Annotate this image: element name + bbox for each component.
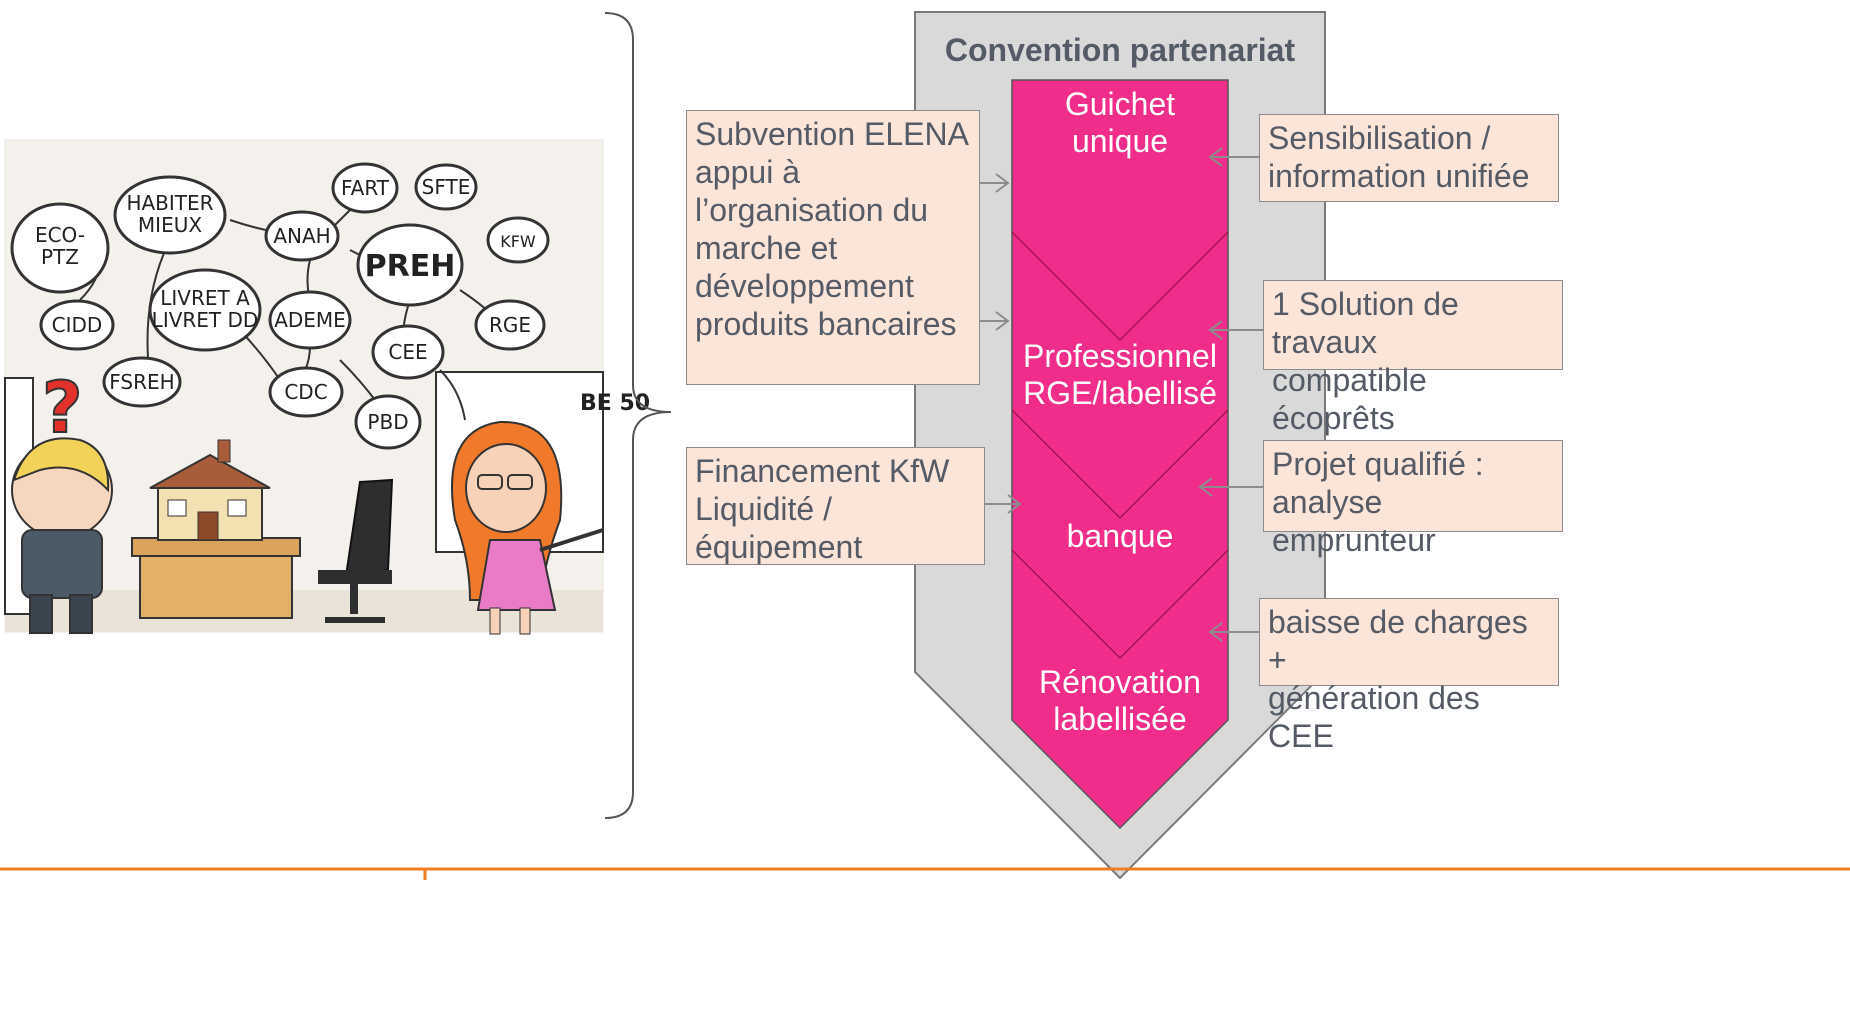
chair — [318, 478, 394, 623]
right-box-baisse: baisse de charges + génération des CEE — [1259, 598, 1559, 754]
stage-label-professionnel: Professionnel RGE/labellisé — [1023, 338, 1217, 411]
arrow-right-4 — [1208, 622, 1260, 642]
cartoon-bubble: CDC — [284, 380, 327, 404]
stage-label-banque: banque — [1066, 518, 1174, 554]
cartoon-bubble: ECO-PTZ — [35, 223, 85, 269]
stage-label-renovation: Rénovation labellisée — [1039, 664, 1201, 737]
cartoon-bubble: ADEME — [274, 308, 346, 332]
cartoon-bubble: SFTE — [422, 175, 471, 199]
cartoon-bubble: ANAH — [273, 224, 330, 248]
arrow-right-1 — [1208, 147, 1260, 167]
stage-divider — [1011, 409, 1229, 520]
stage-label-guichet: Guichet unique — [1064, 86, 1176, 159]
arrow-left-2 — [980, 311, 1010, 331]
cartoon-bubble: RGE — [489, 313, 531, 337]
cartoon-bubble-line: MIEUX — [138, 213, 202, 237]
cartoon-bubble: CEE — [388, 340, 427, 364]
arrow-right-3 — [1198, 477, 1263, 497]
cartoon-bubble-line: LIVRET DD — [152, 308, 259, 332]
diagram-title: Convention partenariat — [944, 32, 1296, 68]
cartoon-bubble: KFW — [500, 232, 536, 251]
arrow-right-2 — [1208, 320, 1263, 340]
cartoon-bubble: FART — [341, 176, 390, 200]
right-box-solution: 1 Solution de travaux compatible écoprêt… — [1263, 280, 1563, 436]
cartoon-bubble: FSREH — [109, 370, 174, 394]
desk — [131, 439, 301, 619]
process-arrow — [1011, 79, 1229, 830]
left-box-elena: Subvention ELENA appui à l’organisation … — [686, 110, 980, 385]
curly-brace — [604, 12, 672, 819]
arrow-left-1 — [980, 173, 1010, 193]
left-box-kfw: Financement KfW Liquidité / équipement — [686, 447, 985, 565]
cartoon-bubble: PBD — [367, 410, 408, 434]
woman-figure — [451, 420, 604, 635]
cartoon-bubble: CIDD — [52, 313, 103, 337]
cartoon-bubble: PREH — [365, 249, 456, 284]
right-box-sensibilisation: Sensibilisation / information unifiée — [1259, 114, 1559, 202]
arrow-left-3 — [985, 494, 1022, 514]
question-mark: ? — [42, 367, 83, 449]
stage-divider — [1011, 549, 1229, 660]
man-figure — [11, 437, 113, 634]
right-box-projet: Projet qualifié : analyse emprunteur — [1263, 440, 1563, 558]
cartoon-bubble-line: PTZ — [41, 245, 79, 269]
board-text: BE 50 — [580, 391, 650, 416]
stage-divider — [1011, 231, 1229, 342]
